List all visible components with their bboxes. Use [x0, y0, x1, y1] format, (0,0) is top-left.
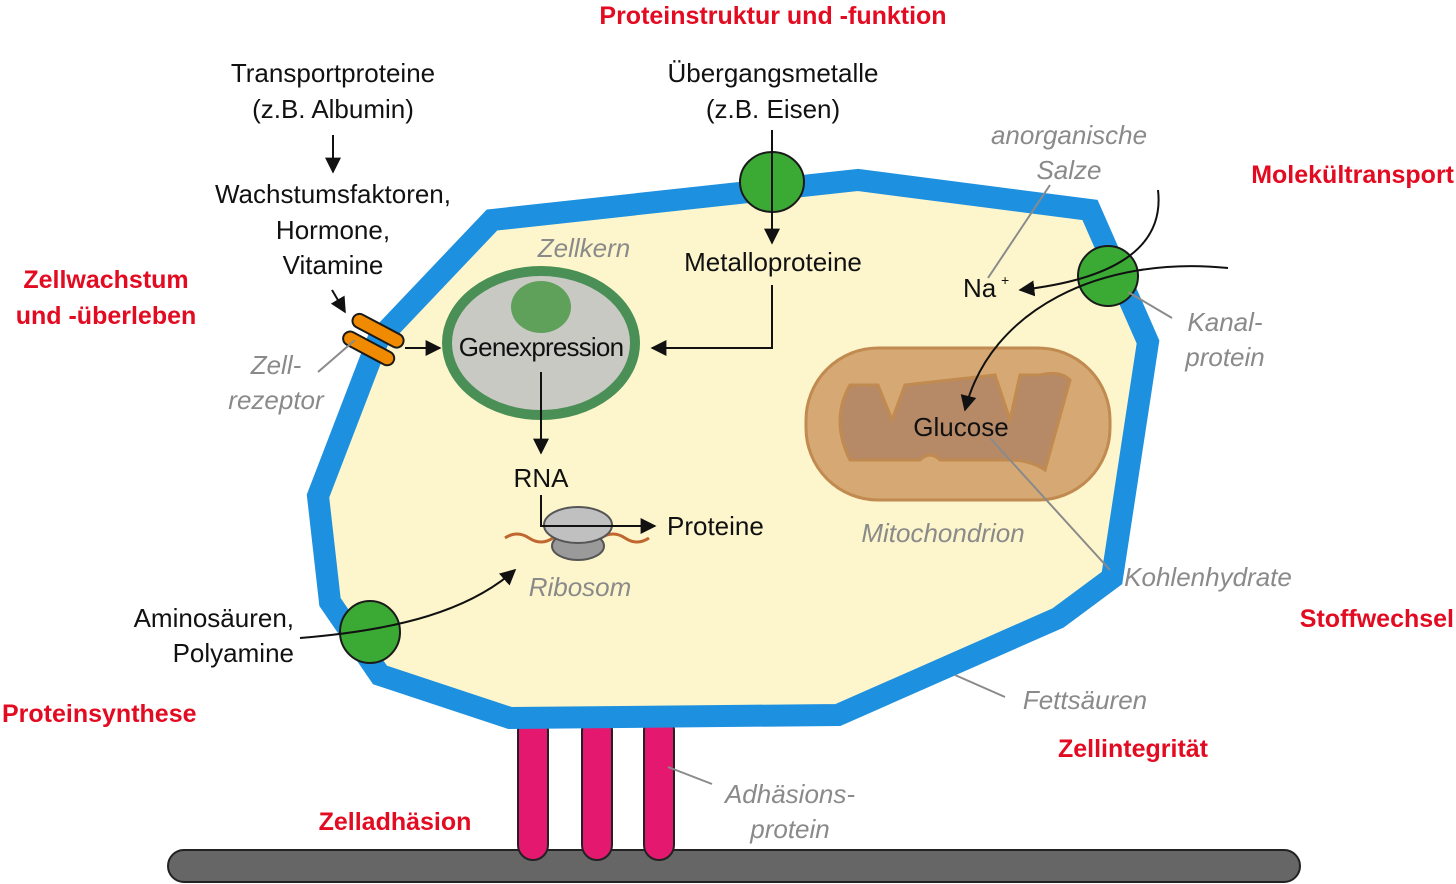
label-rna: RNA [514, 463, 570, 493]
leader-channel [1127, 291, 1173, 319]
category-metabolism: Stoffwechsel [1300, 605, 1454, 633]
leader-carbohydrates [989, 437, 1111, 571]
label-transition-metals-2: (z.B. Eisen) [706, 94, 840, 124]
label-glucose: Glucose [913, 412, 1008, 442]
annotation-adhesion-2: protein [749, 814, 830, 844]
arrow-rna-to-protein [540, 495, 657, 534]
label-proteins: Proteine [667, 511, 764, 541]
annotation-salts-2: Salze [1036, 155, 1101, 185]
annotation-channel-2: protein [1184, 342, 1265, 372]
annotation-ribosome: Ribosom [529, 572, 632, 602]
label-transport-proteins-1: Transportproteine [231, 58, 435, 88]
annotation-adhesion-1: Adhäsions- [723, 779, 855, 809]
annotation-nucleus: Zellkern [537, 233, 630, 263]
category-cell-growth-line2: und -überleben [16, 302, 197, 330]
label-metalloproteins: Metalloproteine [684, 247, 862, 277]
category-cell-integrity: Zellintegrität [1058, 735, 1209, 763]
leader-salts [987, 184, 1051, 279]
annotation-receptor-2: rezeptor [228, 385, 325, 415]
label-sodium-charge: + [1001, 272, 1009, 288]
label-gene-expression: Genexpression [459, 332, 623, 362]
label-transport-proteins-2: (z.B. Albumin) [252, 94, 414, 124]
annotation-carbohydrates: Kohlenhydrate [1124, 562, 1292, 592]
nucleolus [511, 281, 571, 333]
annotation-channel-1: Kanal- [1187, 307, 1262, 337]
substrate-bar [167, 849, 1301, 883]
annotation-mitochondrion: Mitochondrion [861, 518, 1024, 548]
annotation-salts-1: anorganische [991, 120, 1147, 150]
label-growth-factors-1: Wachstumsfaktoren, [215, 179, 451, 209]
leader-fatty-acids [954, 674, 1006, 698]
arrow-metalloprotein-to-gene [650, 285, 773, 356]
arrow-salt-to-sodium [1018, 189, 1160, 297]
leader-adhesion [667, 766, 713, 785]
category-cell-adhesion: Zelladhäsion [319, 808, 472, 836]
category-protein-synthesis: Proteinsynthese [2, 700, 197, 728]
leader-receptor [317, 339, 356, 373]
category-cell-growth-line1: Zellwachstum [23, 266, 188, 294]
category-protein-structure: Proteinstruktur und -funktion [599, 2, 946, 30]
label-transition-metals-1: Übergangsmetalle [667, 58, 878, 88]
cell-receptor [342, 312, 405, 367]
mitochondrion [804, 346, 1112, 502]
arrow-to-glucose [960, 265, 1229, 412]
label-growth-factors-2: Hormone, [276, 215, 390, 245]
channel-left [339, 600, 401, 664]
category-molecule-transport: Molekültransport [1251, 161, 1454, 189]
label-growth-factors-3: Vitamine [283, 250, 384, 280]
arrow-growth-to-receptor [330, 289, 346, 314]
arrow-aminoacids-to-ribosome [299, 568, 517, 639]
label-amino-acids-1: Aminosäuren, [134, 603, 294, 633]
adhesion-proteins [517, 714, 675, 861]
annotation-fatty-acids: Fettsäuren [1023, 685, 1147, 715]
label-sodium: Na [963, 273, 997, 303]
annotation-receptor-1: Zell- [250, 350, 302, 380]
label-amino-acids-2: Polyamine [173, 638, 294, 668]
